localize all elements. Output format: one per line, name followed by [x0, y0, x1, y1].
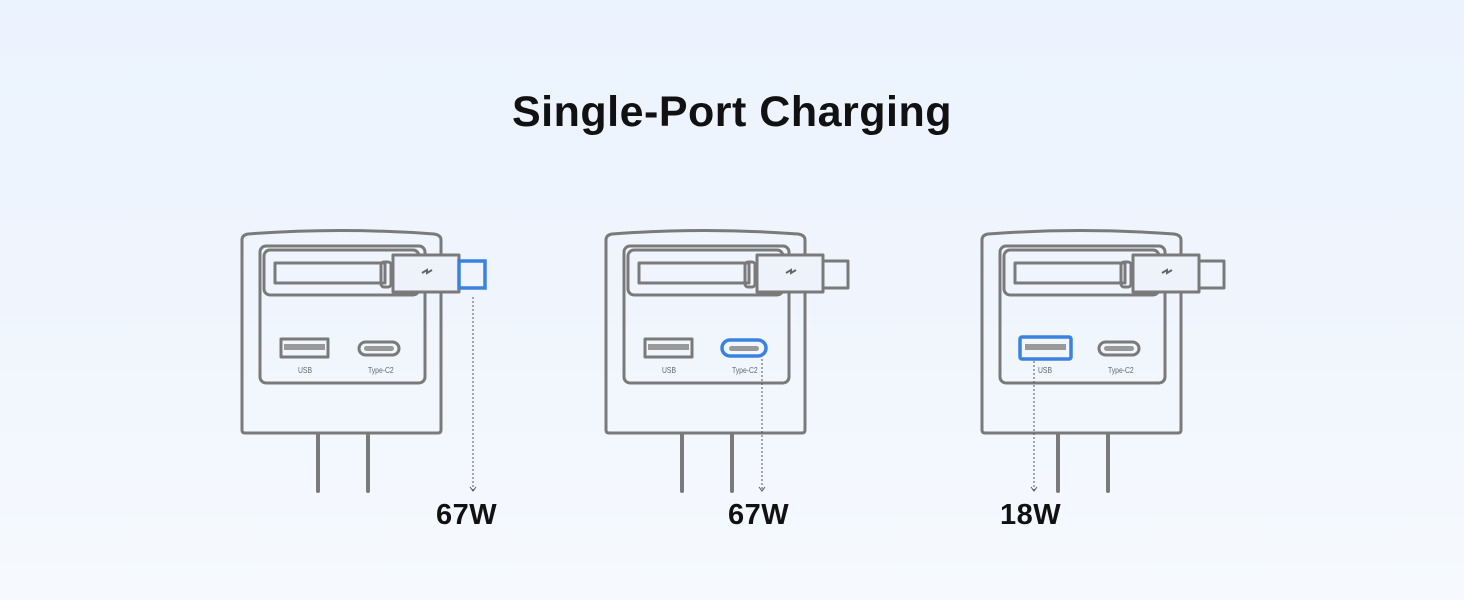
typec-port-label: Type-C2	[368, 366, 394, 375]
charger-outline	[240, 229, 487, 493]
charger-outline	[980, 229, 1226, 493]
page-title: Single-Port Charging	[512, 88, 952, 136]
charger-1: USB Type-C2 67W	[240, 225, 540, 545]
usb-port-label: USB	[298, 366, 312, 375]
wattage-label: 67W	[436, 499, 498, 531]
wattage-label: 67W	[728, 499, 790, 531]
lightning-bolt-icon	[1161, 268, 1173, 275]
charger-2: USB Type-C2 67W	[604, 225, 904, 545]
lightning-bolt-icon	[785, 268, 797, 275]
typec-port-label: Type-C2	[732, 366, 758, 375]
usb-port-label: USB	[662, 366, 676, 375]
typec-port-label: Type-C2	[1108, 366, 1134, 375]
charger-outline	[604, 229, 850, 493]
charger-3: USB Type-C2 18W	[980, 225, 1280, 545]
lightning-bolt-icon	[421, 268, 433, 275]
usb-port-label: USB	[1038, 366, 1052, 375]
wattage-label: 18W	[1000, 499, 1062, 531]
